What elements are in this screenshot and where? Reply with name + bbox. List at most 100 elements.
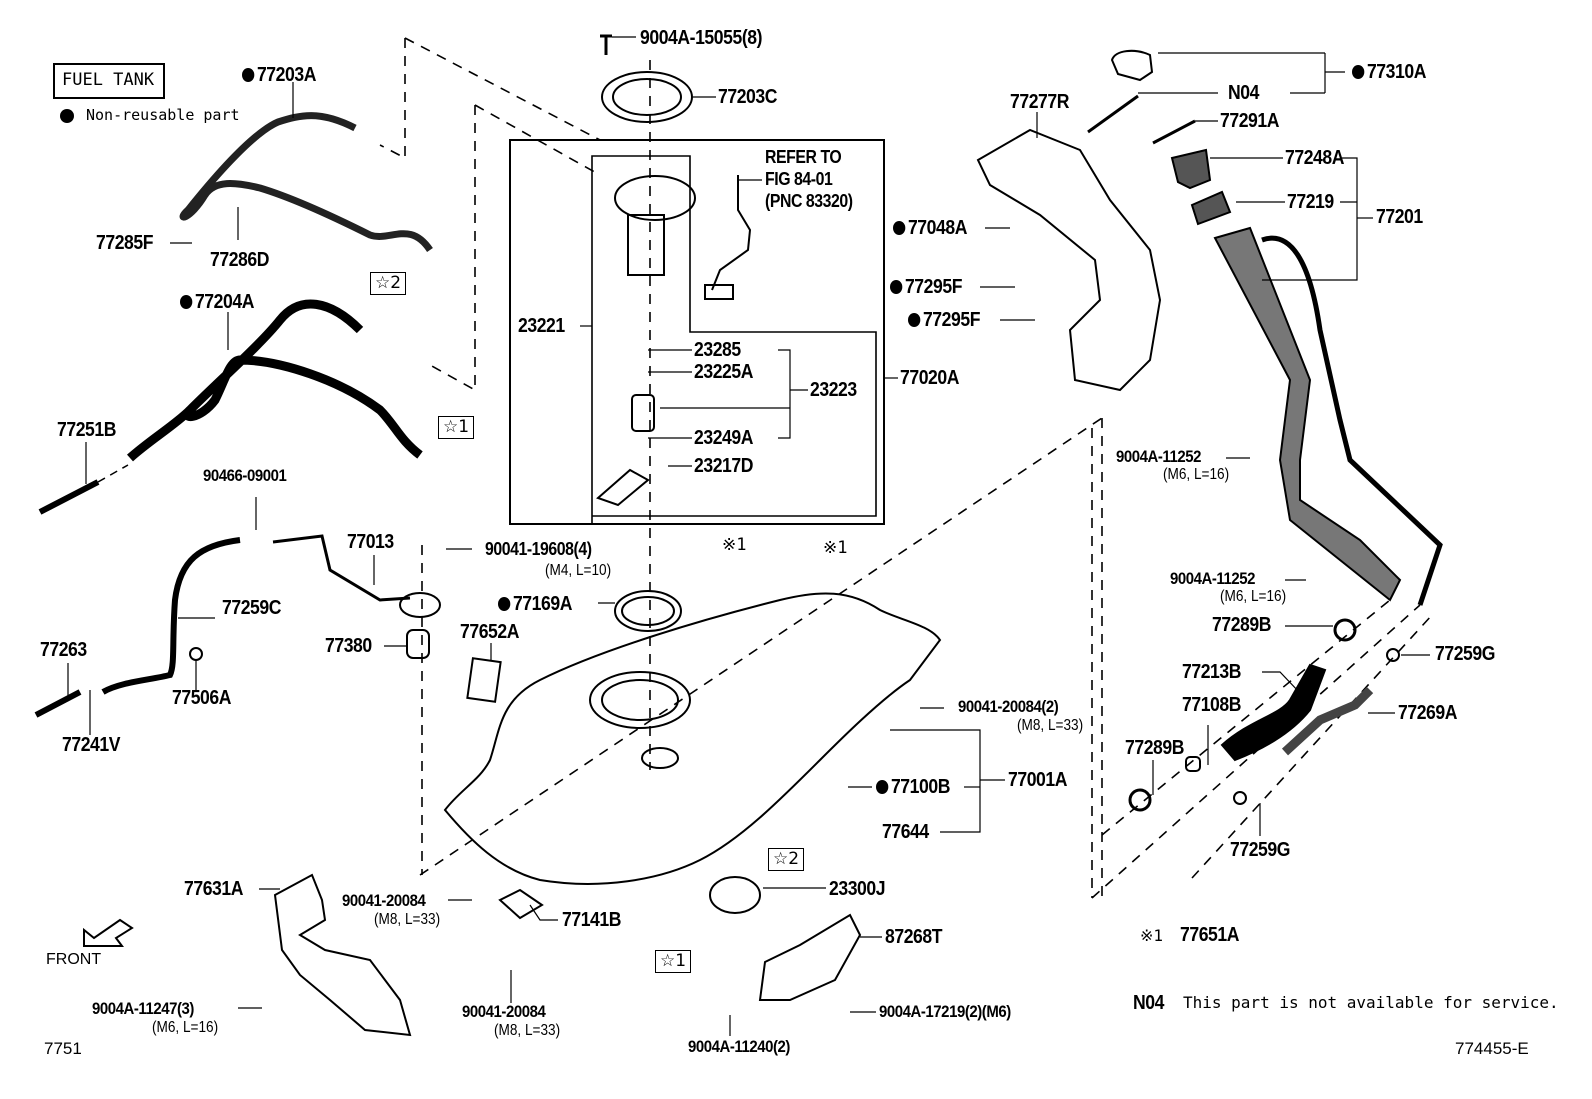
n04-note-code: N04 [1133,992,1164,1014]
part-77141B[interactable]: 77141B [562,909,622,931]
filler-pipe-77201 [1213,226,1402,602]
pipe-77013 [272,534,411,602]
part-90041-20084-2[interactable]: 90041-20084(2) [958,697,1059,716]
retainer-77248A [1170,148,1212,190]
gasket-77169A [614,590,682,632]
hose-77213B [1220,663,1327,762]
part-90041-19608[interactable]: 90041-19608(4) [485,539,592,559]
part-77203C[interactable]: 77203C [718,86,778,108]
part-23217D[interactable]: 23217D [694,455,754,477]
part-77013[interactable]: 77013 [347,531,394,553]
sender-float [704,284,734,300]
part-23225A[interactable]: 23225A [694,361,754,383]
sender-gauge [711,175,752,291]
part-77289B-lower[interactable]: 77289B [1125,737,1185,759]
star1-marker-upper: ☆1 [438,416,475,439]
part-77213B[interactable]: 77213B [1182,661,1242,683]
pump-assy-subframe [591,155,877,524]
refer-line2[interactable]: FIG 84-01 [765,169,833,189]
tank-sender-opening [641,747,679,769]
part-77169A[interactable]: 77169A [498,594,572,614]
part-77286D[interactable]: 77286D [210,249,270,271]
part-77291A[interactable]: 77291A [1220,110,1280,132]
flange-77013 [399,592,441,618]
part-77241V[interactable]: 77241V [62,734,121,756]
dashed-guide-lines [379,37,1433,899]
part-77269A[interactable]: 77269A [1398,702,1458,724]
part-77506A[interactable]: 77506A [172,687,232,709]
part-9004A-11252-upper[interactable]: 9004A-11252 [1116,447,1202,466]
part-9004A-11240[interactable]: 9004A-11240(2) [688,1037,790,1056]
part-77201[interactable]: 77201 [1376,206,1423,228]
part-23249A[interactable]: 23249A [694,427,754,449]
part-77295F-upper[interactable]: 77295F [890,277,963,297]
part-77631A[interactable]: 77631A [184,878,244,900]
kome-note-part[interactable]: 77651A [1180,924,1240,946]
part-77263[interactable]: 77263 [40,639,87,661]
bracket-77141B [498,888,544,920]
part-77259G-upper[interactable]: 77259G [1435,643,1495,665]
service-cover-inner [612,78,682,116]
part-77204A[interactable]: 77204A [180,292,254,312]
part-77259G-lower[interactable]: 77259G [1230,839,1290,861]
protector-77631A [273,873,412,1037]
part-77277R[interactable]: 77277R [1010,91,1070,113]
part-77108B[interactable]: 77108B [1182,694,1242,716]
grommet-77506A [189,647,203,661]
part-87268T[interactable]: 87268T [885,926,943,948]
part-9004A-15055[interactable]: 9004A-15055(8) [640,27,763,49]
n04-note-text: This part is not available for service. [1183,993,1559,1012]
clip-77259G-lower [1233,791,1247,805]
part-77644[interactable]: 77644 [882,821,929,843]
part-77203A[interactable]: 77203A [242,65,316,85]
part-N04[interactable]: N04 [1228,82,1259,104]
part-77295F-lower[interactable]: 77295F [908,310,981,330]
leader-lines [67,36,1430,1036]
part-77251B[interactable]: 77251B [57,419,117,441]
part-77248A[interactable]: 77248A [1285,147,1345,169]
cap-77380 [406,629,430,659]
hose-77259C [101,537,241,695]
tube-77204A-end [126,406,194,462]
part-90041-20084-left[interactable]: 90041-20084 [342,891,426,910]
part-77652A[interactable]: 77652A [460,621,520,643]
star1-marker-lower: ☆1 [655,950,692,973]
part-77310A[interactable]: 77310A [1352,62,1426,82]
pump-body [627,214,665,276]
part-90041-20084-bottom[interactable]: 90041-20084 [462,1002,546,1021]
part-23285[interactable]: 23285 [694,339,741,361]
pipe-77251B [38,479,100,515]
spec-9004A-11252-upper: (M6, L=16) [1163,466,1230,483]
part-9004A-11247[interactable]: 9004A-11247(3) [92,999,194,1018]
part-9004A-17219[interactable]: 9004A-17219(2)(M6) [879,1002,1011,1021]
part-23300J[interactable]: 23300J [829,878,886,900]
star2-marker-upper: ☆2 [370,272,407,295]
part-77289B-upper[interactable]: 77289B [1212,614,1272,636]
part-77001A[interactable]: 77001A [1008,769,1068,791]
part-23223[interactable]: 23223 [810,379,857,401]
part-77380[interactable]: 77380 [325,635,372,657]
non-reusable-dot-icon [60,109,74,123]
kome-note-symbol: ※1 [1140,926,1164,945]
kome1-right: ※1 [823,538,848,558]
part-77219[interactable]: 77219 [1287,191,1334,213]
screw-9004A-15055 [600,34,612,55]
part-90466-09001[interactable]: 90466-09001 [203,466,287,485]
title-fuel-tank: FUEL TANK [62,70,155,90]
part-23221[interactable]: 23221 [518,315,565,337]
spec-90041-20084-2: (M8, L=33) [1017,717,1084,734]
part-77285F[interactable]: 77285F [96,232,154,254]
part-77100B[interactable]: 77100B [876,777,950,797]
spec-90041-19608: (M4, L=10) [545,562,612,579]
part-77259C[interactable]: 77259C [222,597,282,619]
part-77048A[interactable]: 77048A [893,218,967,238]
vent-tube-77203A [179,112,433,253]
kome1-left: ※1 [722,535,747,555]
part-77020A[interactable]: 77020A [900,367,960,389]
part-9004A-11252-lower[interactable]: 9004A-11252 [1170,569,1256,588]
fuel-cap-77310A [1110,49,1154,82]
spec-90041-20084-bottom: (M8, L=33) [494,1022,561,1039]
front-arrow-icon [83,918,134,947]
breather-pipe [1261,235,1443,606]
